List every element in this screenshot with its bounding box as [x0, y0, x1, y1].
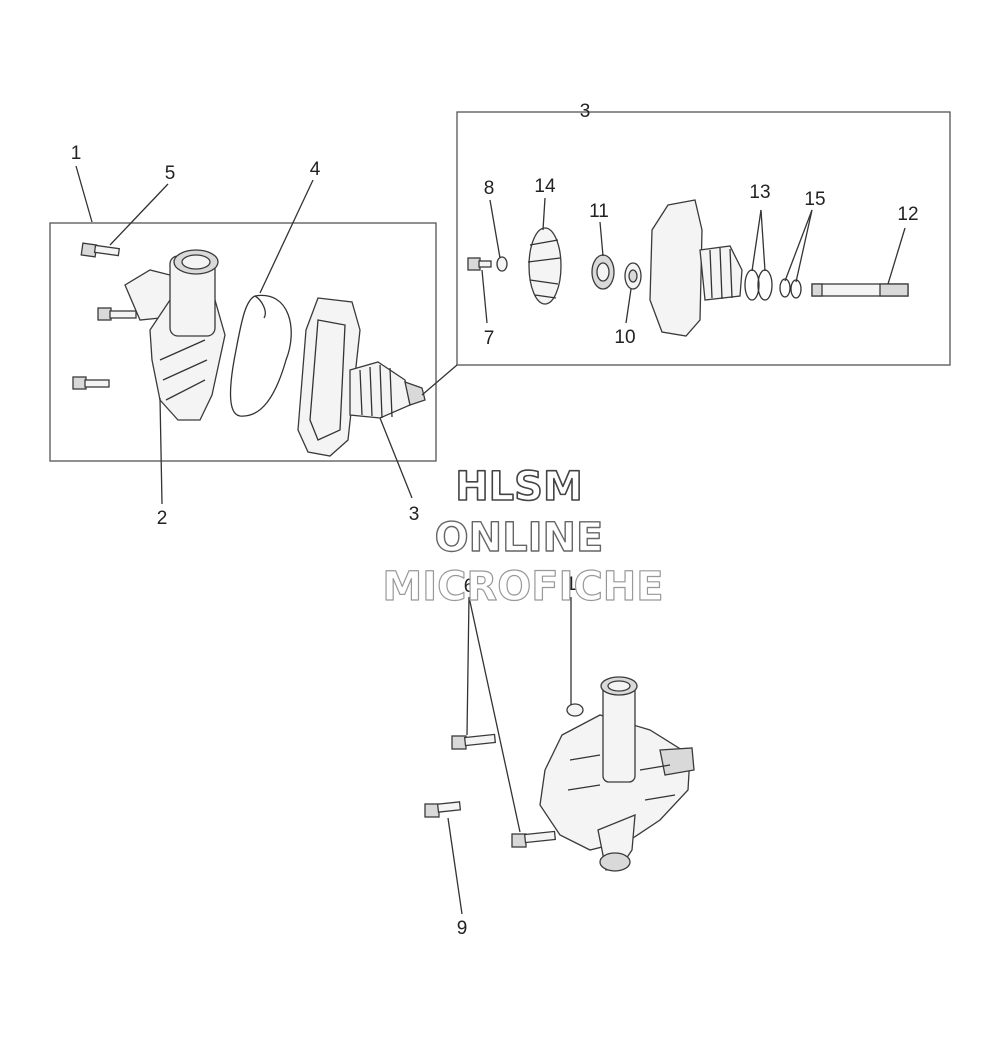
ring-15b-part — [790, 279, 802, 299]
bolt-5-part — [80, 242, 121, 258]
callout-6: 6 — [464, 576, 475, 597]
callout-13: 13 — [749, 182, 770, 203]
ring-15a-part — [779, 278, 791, 298]
watermark-line-3: MICROFICHE — [382, 564, 663, 610]
callout-14: 14 — [534, 176, 556, 197]
callout-1-bottom: 1 — [566, 574, 577, 595]
watermark-line-1: HLSM — [455, 464, 583, 510]
watermark-line-2: ONLINE — [435, 515, 604, 561]
oring-4-part — [229, 294, 292, 417]
callout-8: 8 — [484, 178, 495, 199]
callout-2: 2 — [157, 508, 168, 529]
pump-body-right-part — [649, 199, 743, 337]
bolt-6-upper-part — [451, 733, 497, 750]
callout-10: 10 — [614, 327, 635, 348]
callout-9: 9 — [457, 918, 468, 939]
leader-lines — [75, 165, 906, 915]
bolt-left-lower-part — [72, 376, 110, 390]
callout-5: 5 — [165, 163, 176, 184]
callout-12: 12 — [897, 204, 918, 225]
bolt-left-middle-part — [97, 307, 137, 321]
assembly-box-right — [456, 111, 951, 366]
shaft-12-part — [811, 283, 909, 297]
pump-housing-part — [124, 249, 226, 421]
seal-11-part — [591, 254, 615, 290]
callout-4: 4 — [310, 159, 321, 180]
callout-11: 11 — [589, 201, 609, 222]
callout-1-top: 1 — [71, 143, 82, 164]
washer-8-part — [496, 256, 508, 272]
bearing-10-part — [624, 262, 642, 290]
bolt-9-part — [424, 801, 462, 818]
callout-3-box: 3 — [580, 101, 591, 122]
impeller-14-part — [527, 227, 562, 305]
oring-13b-part — [757, 269, 773, 301]
callout-7: 7 — [484, 328, 495, 349]
oring-13a-part — [744, 269, 760, 301]
callout-3-mid: 3 — [409, 504, 420, 525]
pump-assembly-left-part — [297, 297, 426, 457]
pump-assembly-bottom-part — [539, 676, 695, 872]
assembly-box-left — [49, 222, 437, 462]
bolt-7-part — [467, 257, 492, 271]
callout-15: 15 — [804, 189, 825, 210]
bolt-6-lower-part — [511, 830, 557, 848]
